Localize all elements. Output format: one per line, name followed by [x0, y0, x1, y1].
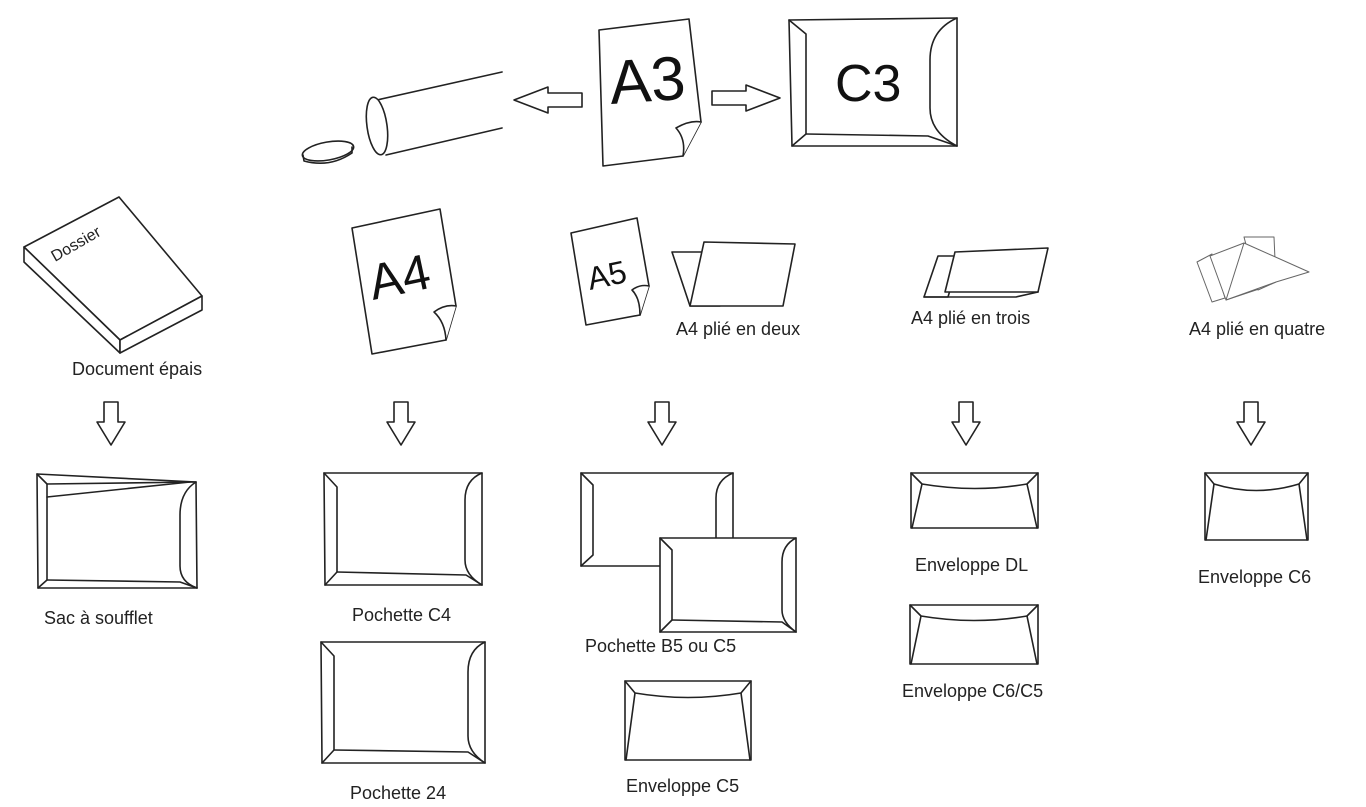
caption-document-epais: Document épais — [72, 359, 202, 379]
caption-enveloppe-c6: Enveloppe C6 — [1198, 567, 1311, 587]
a3-sheet-illustration: A3 — [598, 18, 702, 167]
arrow-down-plie-quatre — [1236, 401, 1266, 446]
caption-a4-plie-en-deux: A4 plié en deux — [676, 319, 800, 339]
caption-a4-plie-en-quatre: A4 plié en quatre — [1189, 319, 1325, 339]
pocket-24-illustration — [320, 641, 486, 764]
caption-a4-plie-en-trois: A4 plié en trois — [911, 308, 1030, 328]
envelope-dl-illustration — [910, 472, 1039, 529]
envelope-c5-illustration — [624, 680, 752, 761]
arrow-down-a4 — [386, 401, 416, 446]
a3-label: A3 — [607, 44, 687, 118]
c3-envelope-illustration: C3 — [788, 17, 958, 147]
caption-enveloppe-c5: Enveloppe C5 — [626, 776, 739, 796]
caption-enveloppe-dl: Enveloppe DL — [915, 555, 1028, 575]
pocket-c4-illustration — [323, 472, 483, 586]
a4-folded-in-four-illustration — [1196, 236, 1310, 303]
pocket-b5-c5-illustration — [580, 472, 797, 633]
caption-sac-a-soufflet: Sac à soufflet — [44, 608, 153, 628]
caption-enveloppe-c6-c5: Enveloppe C6/C5 — [902, 681, 1043, 701]
gusset-bag-illustration — [36, 473, 198, 589]
envelope-c6-c5-illustration — [909, 604, 1039, 665]
caption-pochette-24: Pochette 24 — [350, 783, 446, 803]
c3-label: C3 — [835, 55, 901, 113]
a4-folded-in-three-illustration — [923, 247, 1049, 298]
arrow-left-to-tube — [513, 86, 583, 114]
arrow-right-to-c3 — [711, 84, 781, 112]
arrow-down-document-epais — [96, 401, 126, 446]
a5-label: A5 — [584, 253, 630, 296]
a4-folded-in-two-illustration — [671, 241, 796, 307]
a4-label: A4 — [364, 243, 435, 310]
arrow-down-a5 — [647, 401, 677, 446]
caption-pochette-b5-ou-c5: Pochette B5 ou C5 — [585, 636, 736, 656]
dossier-book-illustration: Dossier — [23, 196, 203, 354]
caption-pochette-c4: Pochette C4 — [352, 605, 451, 625]
arrow-down-plie-trois — [951, 401, 981, 446]
envelope-c6-illustration — [1204, 472, 1309, 541]
a4-sheet-illustration: A4 — [351, 208, 457, 355]
poster-tube-illustration — [301, 71, 503, 164]
a5-sheet-illustration: A5 — [570, 217, 650, 326]
down-arrows — [96, 401, 1266, 446]
